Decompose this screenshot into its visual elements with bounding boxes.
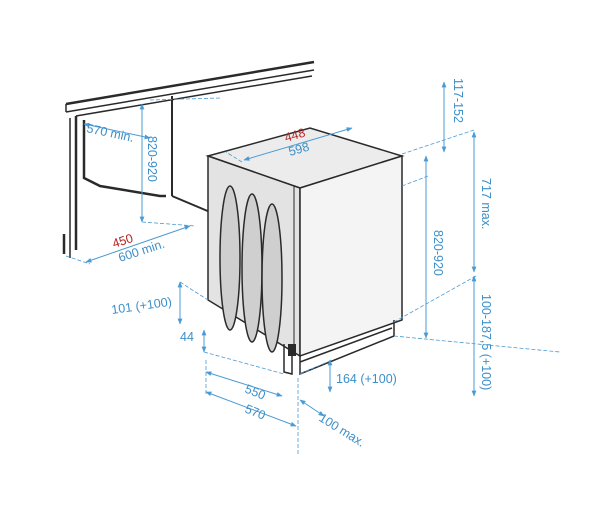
kitchen-niche <box>62 60 315 258</box>
side-panel-groove <box>219 185 241 331</box>
label-top-gap: 117-152 <box>451 78 465 123</box>
label-top-width: 598 <box>287 140 311 159</box>
label-niche-height: 820-920 <box>145 136 159 182</box>
side-panel-groove <box>241 193 263 343</box>
label-worktop-depth-alt: 450 <box>111 231 135 251</box>
label-plinth-range: 100-187,5 (+100) <box>479 294 493 390</box>
label-door-clearance: 100 max. <box>316 411 367 450</box>
label-max-height: 717 max. <box>479 178 493 229</box>
label-top-width-alt: 448 <box>283 126 307 145</box>
label-plinth-left: 101 (+100) <box>110 295 172 317</box>
label-body-height: 820-920 <box>431 230 445 276</box>
dimension-lines <box>65 81 561 456</box>
dishwasher-door <box>299 154 403 358</box>
label-depth-570: 570 <box>243 402 268 423</box>
label-niche-depth: 570 min. <box>85 121 135 145</box>
label-foot-offset: 44 <box>180 330 194 344</box>
dishwasher-body <box>205 127 405 376</box>
label-plinth-right: 164 (+100) <box>336 372 397 386</box>
side-panel-groove <box>261 203 283 353</box>
label-depth-550: 550 <box>243 382 268 403</box>
